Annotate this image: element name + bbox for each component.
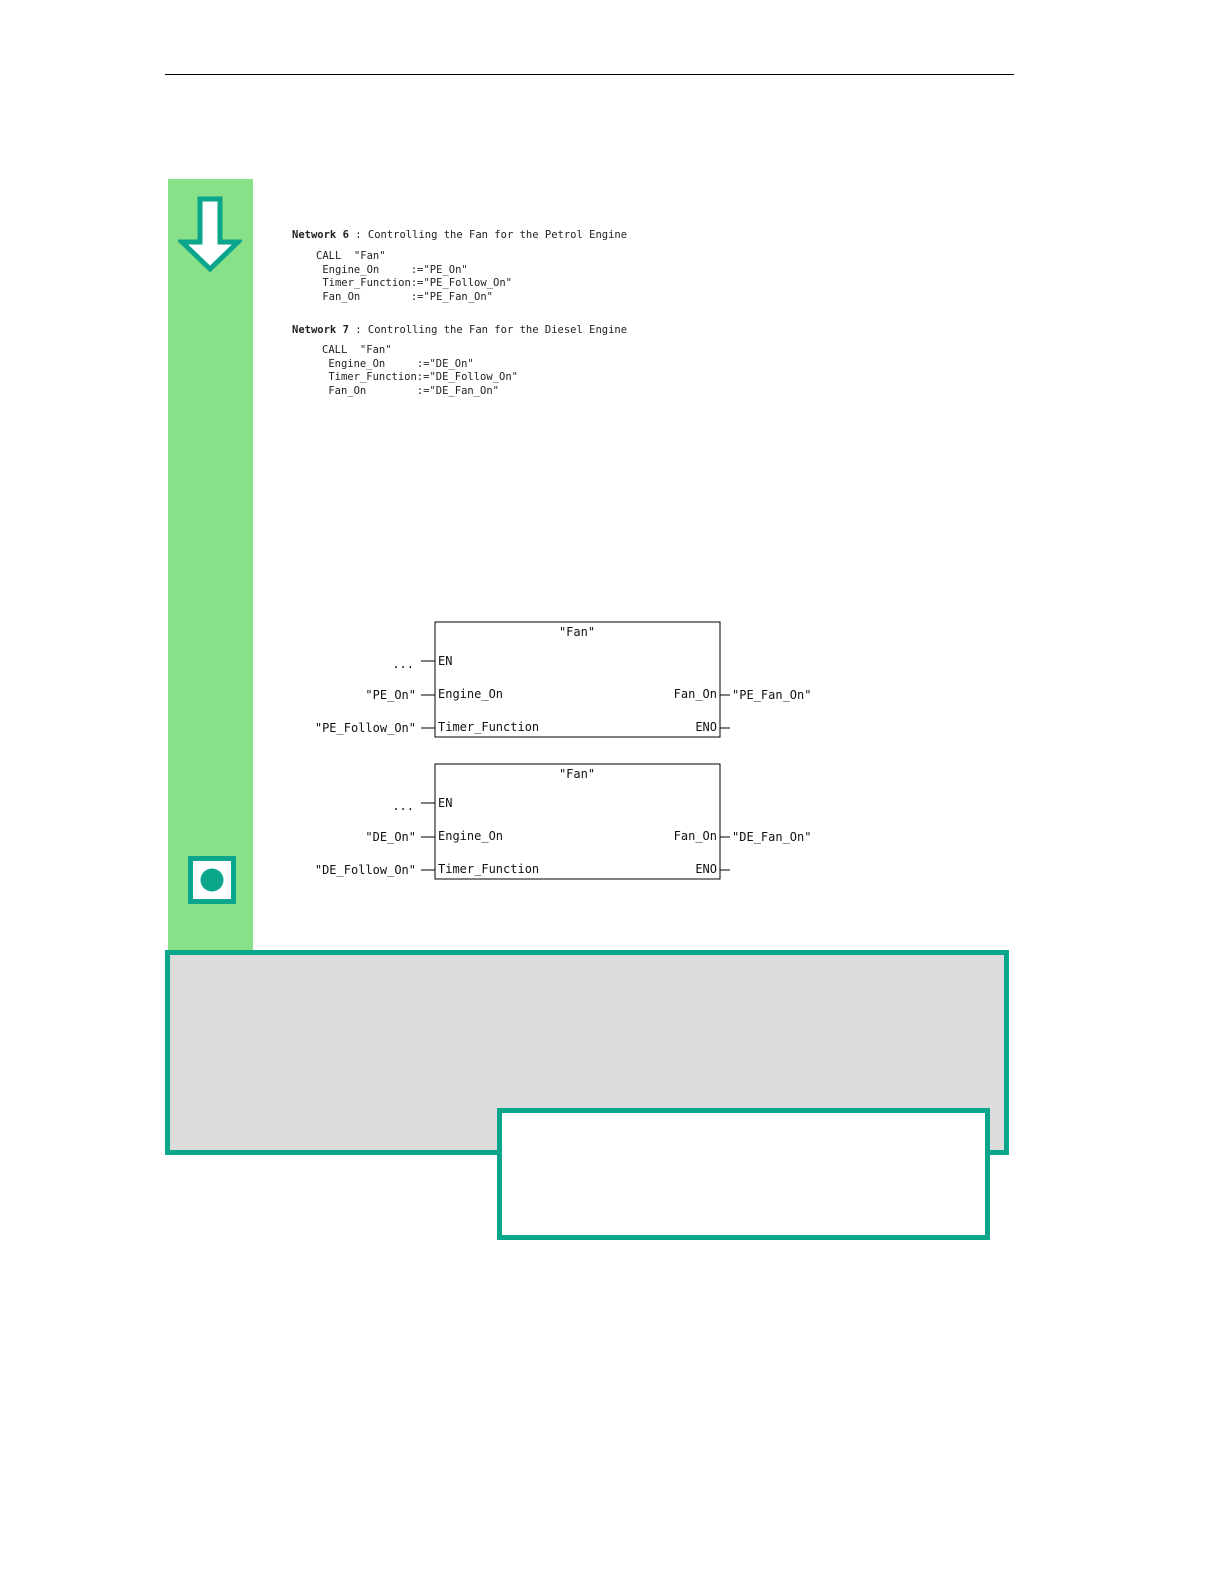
fbd-block-pe: "Fan" ... EN "PE_On" Engine_On "PE_Follo…: [315, 621, 811, 738]
network-label: Network 7: [292, 324, 349, 336]
in2-pin: Timer_Function: [438, 720, 539, 734]
out1-pin: Fan_On: [674, 829, 717, 843]
network-6-code: CALL "Fan" Engine_On :="PE_On" Timer_Fun…: [316, 250, 512, 303]
network-7-code: CALL "Fan" Engine_On :="DE_On" Timer_Fun…: [322, 344, 518, 397]
in2-value: "DE_Follow_On": [315, 863, 416, 877]
eno-pin: ENO: [695, 720, 717, 734]
network-label: Network 6: [292, 229, 349, 241]
block-name: "Fan": [559, 625, 595, 639]
fbd-block-de: "Fan" ... EN "DE_On" Engine_On "DE_Follo…: [315, 763, 811, 880]
note-panel: [497, 1108, 990, 1240]
network-title: : Controlling the Fan for the Petrol Eng…: [355, 229, 628, 241]
in2-pin: Timer_Function: [438, 862, 539, 876]
in1-pin: Engine_On: [438, 829, 503, 843]
block-name: "Fan": [559, 767, 595, 781]
down-arrow-icon: [178, 196, 242, 272]
en-pin: EN: [438, 654, 452, 668]
out1-pin: Fan_On: [674, 687, 717, 701]
network-title: : Controlling the Fan for the Diesel Eng…: [355, 324, 628, 336]
fbd-diagram: "Fan" ... EN "PE_On" Engine_On "PE_Follo…: [315, 621, 811, 880]
network-6-heading: Network 6 : Controlling the Fan for the …: [292, 229, 627, 241]
block-box: [434, 763, 721, 880]
stop-square-icon: [188, 856, 236, 904]
en-input: ...: [392, 657, 414, 671]
top-rule: [165, 74, 1014, 75]
network-7-heading: Network 7 : Controlling the Fan for the …: [292, 324, 627, 336]
en-input: ...: [392, 799, 414, 813]
in1-pin: Engine_On: [438, 687, 503, 701]
eno-pin: ENO: [695, 862, 717, 876]
side-strip: [168, 179, 253, 954]
out1-value: "PE_Fan_On": [732, 688, 811, 702]
en-pin: EN: [438, 796, 452, 810]
in2-value: "PE_Follow_On": [315, 721, 416, 735]
in1-value: "DE_On": [365, 830, 416, 844]
block-box: [434, 621, 721, 738]
out1-value: "DE_Fan_On": [732, 830, 811, 844]
in1-value: "PE_On": [365, 688, 416, 702]
